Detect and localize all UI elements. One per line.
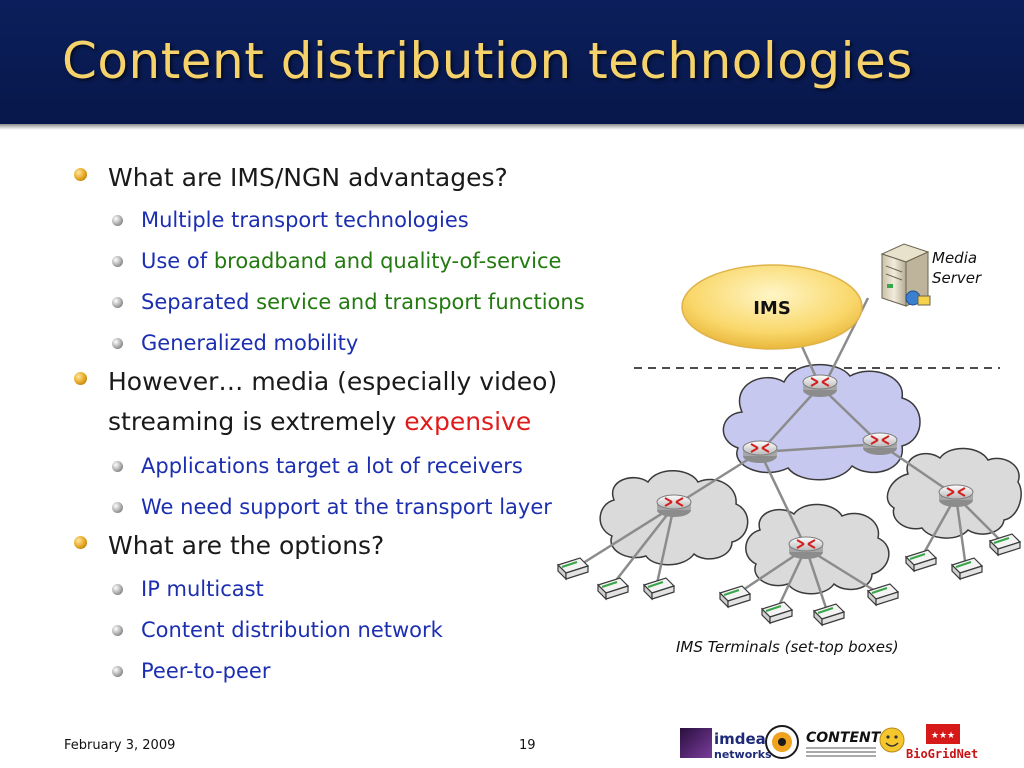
sub-bullet-icon — [112, 584, 123, 595]
media-server-icon — [880, 243, 931, 307]
set-top-box-icon — [557, 557, 589, 580]
bullet-icon — [74, 372, 87, 385]
bullet-options: What are the options? — [74, 526, 384, 566]
edge-router-center-icon — [788, 536, 824, 560]
sub-bullet-transport: Multiple transport technologies — [112, 207, 469, 234]
edge-router-right-icon — [938, 484, 974, 508]
sub-bullet-icon — [112, 297, 123, 308]
set-top-box-icon — [905, 549, 937, 572]
sub-bullet-icon — [112, 666, 123, 677]
bullet-however: However… media (especially video)streami… — [74, 362, 557, 442]
set-top-box-icon — [867, 583, 899, 606]
terminals-caption: IMS Terminals (set-top boxes) — [676, 638, 899, 656]
footer-date: February 3, 2009 — [64, 738, 176, 753]
bullet-ims-advantages: What are IMS/NGN advantages? — [74, 158, 508, 198]
slide-title: Content distribution technologies — [62, 32, 913, 90]
sub-bullet-icon — [112, 461, 123, 472]
sponsor-logos: imdea networks CONTENT ★★★ BioGridNet — [680, 724, 978, 761]
svg-text:CONTENT: CONTENT — [806, 730, 882, 746]
svg-text:BioGridNet: BioGridNet — [906, 747, 978, 761]
svg-text:networks: networks — [714, 748, 772, 761]
access-cloud-left — [599, 470, 749, 566]
set-top-box-icon — [989, 533, 1021, 556]
title-bar — [0, 0, 1024, 124]
edge-router-left-icon — [656, 494, 692, 518]
set-top-box-icon — [719, 585, 751, 608]
sub-bullet-broadband: Use of broadband and quality-of-service — [112, 248, 561, 275]
core-router-right-icon — [862, 432, 898, 456]
sub-bullet-receivers: Applications target a lot of receivers — [112, 453, 523, 480]
core-router-top-icon — [802, 374, 838, 398]
sub-bullet-icon — [112, 256, 123, 267]
circular-emblem-logo — [765, 725, 799, 759]
sub-bullet-separated: Separated service and transport function… — [112, 289, 585, 316]
bullet-icon — [74, 168, 87, 181]
ims-label: IMS — [753, 298, 791, 319]
smiley-logo — [879, 727, 905, 753]
sub-bullet-icon — [112, 502, 123, 513]
set-top-box-icon — [643, 577, 675, 600]
sub-bullet-ip-multicast: IP multicast — [112, 576, 264, 603]
sub-bullet-cdn: Content distribution network — [112, 617, 443, 644]
set-top-box-icon — [951, 557, 983, 580]
network-diagram: IMS — [557, 243, 1022, 626]
svg-text:imdea: imdea — [714, 730, 766, 748]
biogridnet-logo: ★★★ BioGridNet — [906, 724, 978, 761]
sub-bullet-transport-layer: We need support at the transport layer — [112, 494, 552, 521]
set-top-box-icon — [813, 603, 845, 626]
svg-text:★★★: ★★★ — [931, 731, 955, 741]
imdea-logo: imdea networks — [680, 728, 772, 761]
title-divider — [0, 124, 1024, 130]
set-top-box-icon — [597, 577, 629, 600]
page-number: 19 — [519, 738, 536, 753]
content-logo: CONTENT — [806, 730, 882, 757]
sub-bullet-mobility: Generalized mobility — [112, 330, 358, 357]
set-top-box-icon — [761, 601, 793, 624]
sub-bullet-icon — [112, 215, 123, 226]
core-router-left-icon — [742, 440, 778, 464]
ims-node — [681, 264, 863, 350]
bullet-icon — [74, 536, 87, 549]
sub-bullet-icon — [112, 625, 123, 636]
sub-bullet-icon — [112, 338, 123, 349]
sub-bullet-p2p: Peer-to-peer — [112, 658, 270, 685]
